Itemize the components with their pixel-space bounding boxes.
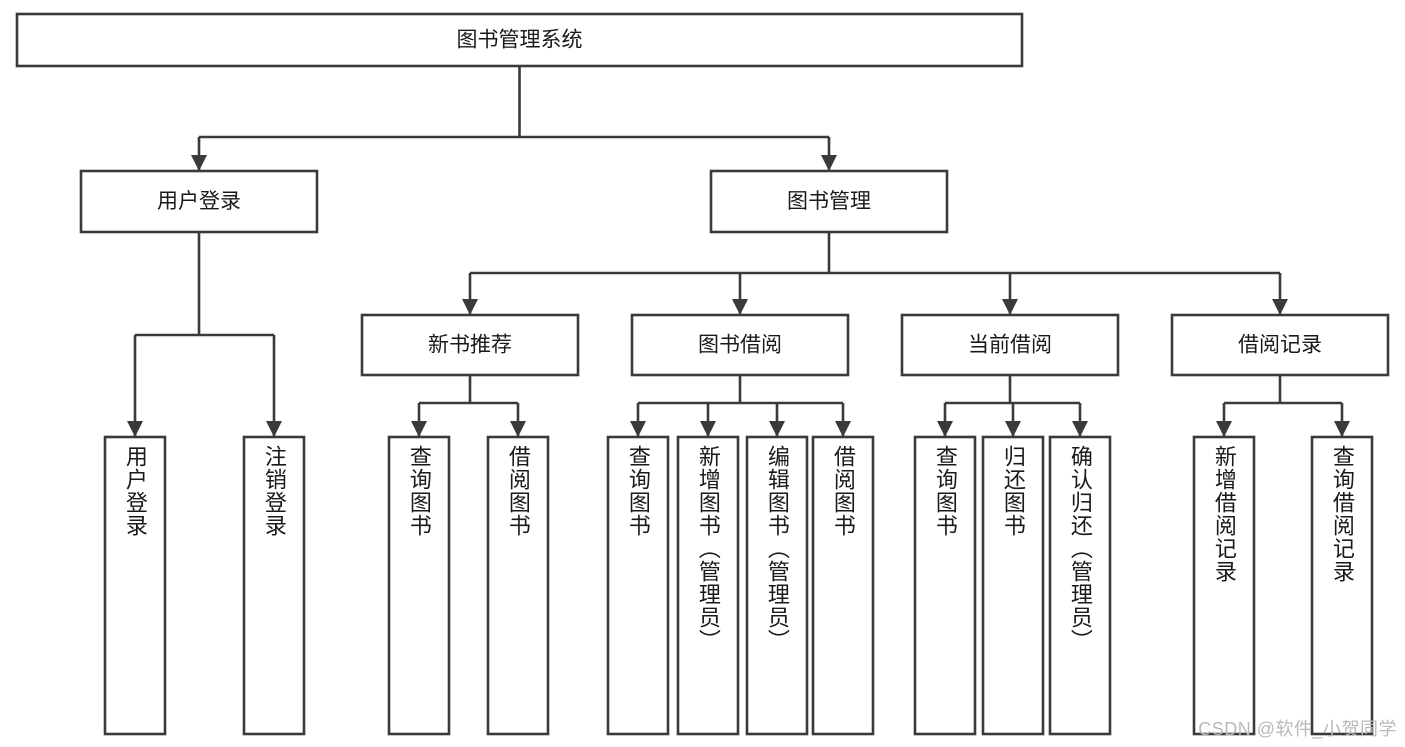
node-new-book-recommend-label: 新书推荐 (428, 334, 512, 357)
box-layer (15, 12, 1390, 736)
node-new-book-recommend-to-leaves-arrow-1 (510, 421, 526, 437)
node-new-book-recommend-to-leaves-arrow-0 (411, 421, 427, 437)
user-login-to-leaves-arrow-1 (266, 421, 282, 437)
leaf-leaf-add-record-box[interactable] (1192, 435, 1256, 736)
leaf-leaf-query-book-3-box[interactable] (913, 435, 977, 736)
node-user-login-box[interactable] (79, 169, 319, 234)
book-management-to-level3-arrow-2 (1002, 299, 1018, 315)
node-borrow-record-to-leaves-arrow-0 (1216, 421, 1232, 437)
csdn-watermark: CSDN @软件_小贺同学 (1198, 719, 1397, 739)
node-book-management-box[interactable] (709, 169, 949, 234)
node-book-borrow-to-leaves-arrow-3 (835, 421, 851, 437)
leaf-leaf-query-book-1-box[interactable] (387, 435, 451, 736)
leaf-leaf-logout-box[interactable] (242, 435, 306, 736)
user-login-to-leaves-arrow-0 (127, 421, 143, 437)
node-book-borrow-box[interactable] (630, 313, 850, 377)
leaf-leaf-return-book-box[interactable] (981, 435, 1045, 736)
leaf-leaf-edit-book-box[interactable] (745, 435, 809, 736)
leaf-leaf-query-book-2-box[interactable] (606, 435, 670, 736)
root-node-label: 图书管理系统 (457, 29, 583, 52)
node-user-login-label: 用户登录 (157, 190, 241, 213)
node-borrow-record-label: 借阅记录 (1238, 334, 1322, 357)
leaf-leaf-confirm-return-box[interactable] (1048, 435, 1112, 736)
root-to-level2-arrow-1 (821, 155, 837, 171)
node-current-borrow-to-leaves-arrow-1 (1005, 421, 1021, 437)
node-new-book-recommend-box[interactable] (360, 313, 580, 377)
node-current-borrow-to-leaves-arrow-2 (1072, 421, 1088, 437)
node-book-borrow-to-leaves-arrow-1 (700, 421, 716, 437)
root-to-level2-arrow-0 (191, 155, 207, 171)
node-book-management-label: 图书管理 (787, 190, 871, 213)
node-book-borrow-to-leaves-arrow-0 (630, 421, 646, 437)
node-current-borrow-label: 当前借阅 (968, 334, 1052, 357)
node-book-borrow-to-leaves-arrow-2 (769, 421, 785, 437)
leaf-leaf-user-login-box[interactable] (103, 435, 167, 736)
node-current-borrow-to-leaves-arrow-0 (937, 421, 953, 437)
book-management-to-level3-arrow-3 (1272, 299, 1288, 315)
node-current-borrow-box[interactable] (900, 313, 1120, 377)
leaf-leaf-query-record-box[interactable] (1310, 435, 1374, 736)
node-book-borrow-label: 图书借阅 (698, 334, 782, 357)
connector-layer (127, 66, 1350, 437)
book-management-to-level3-arrow-0 (462, 299, 478, 315)
node-borrow-record-to-leaves-arrow-1 (1334, 421, 1350, 437)
root-node-box[interactable] (15, 12, 1024, 68)
node-borrow-record-box[interactable] (1170, 313, 1390, 377)
leaf-leaf-add-book-box[interactable] (676, 435, 740, 736)
leaf-leaf-borrow-book-2-box[interactable] (811, 435, 875, 736)
book-management-to-level3-arrow-1 (732, 299, 748, 315)
leaf-leaf-borrow-book-1-box[interactable] (486, 435, 550, 736)
